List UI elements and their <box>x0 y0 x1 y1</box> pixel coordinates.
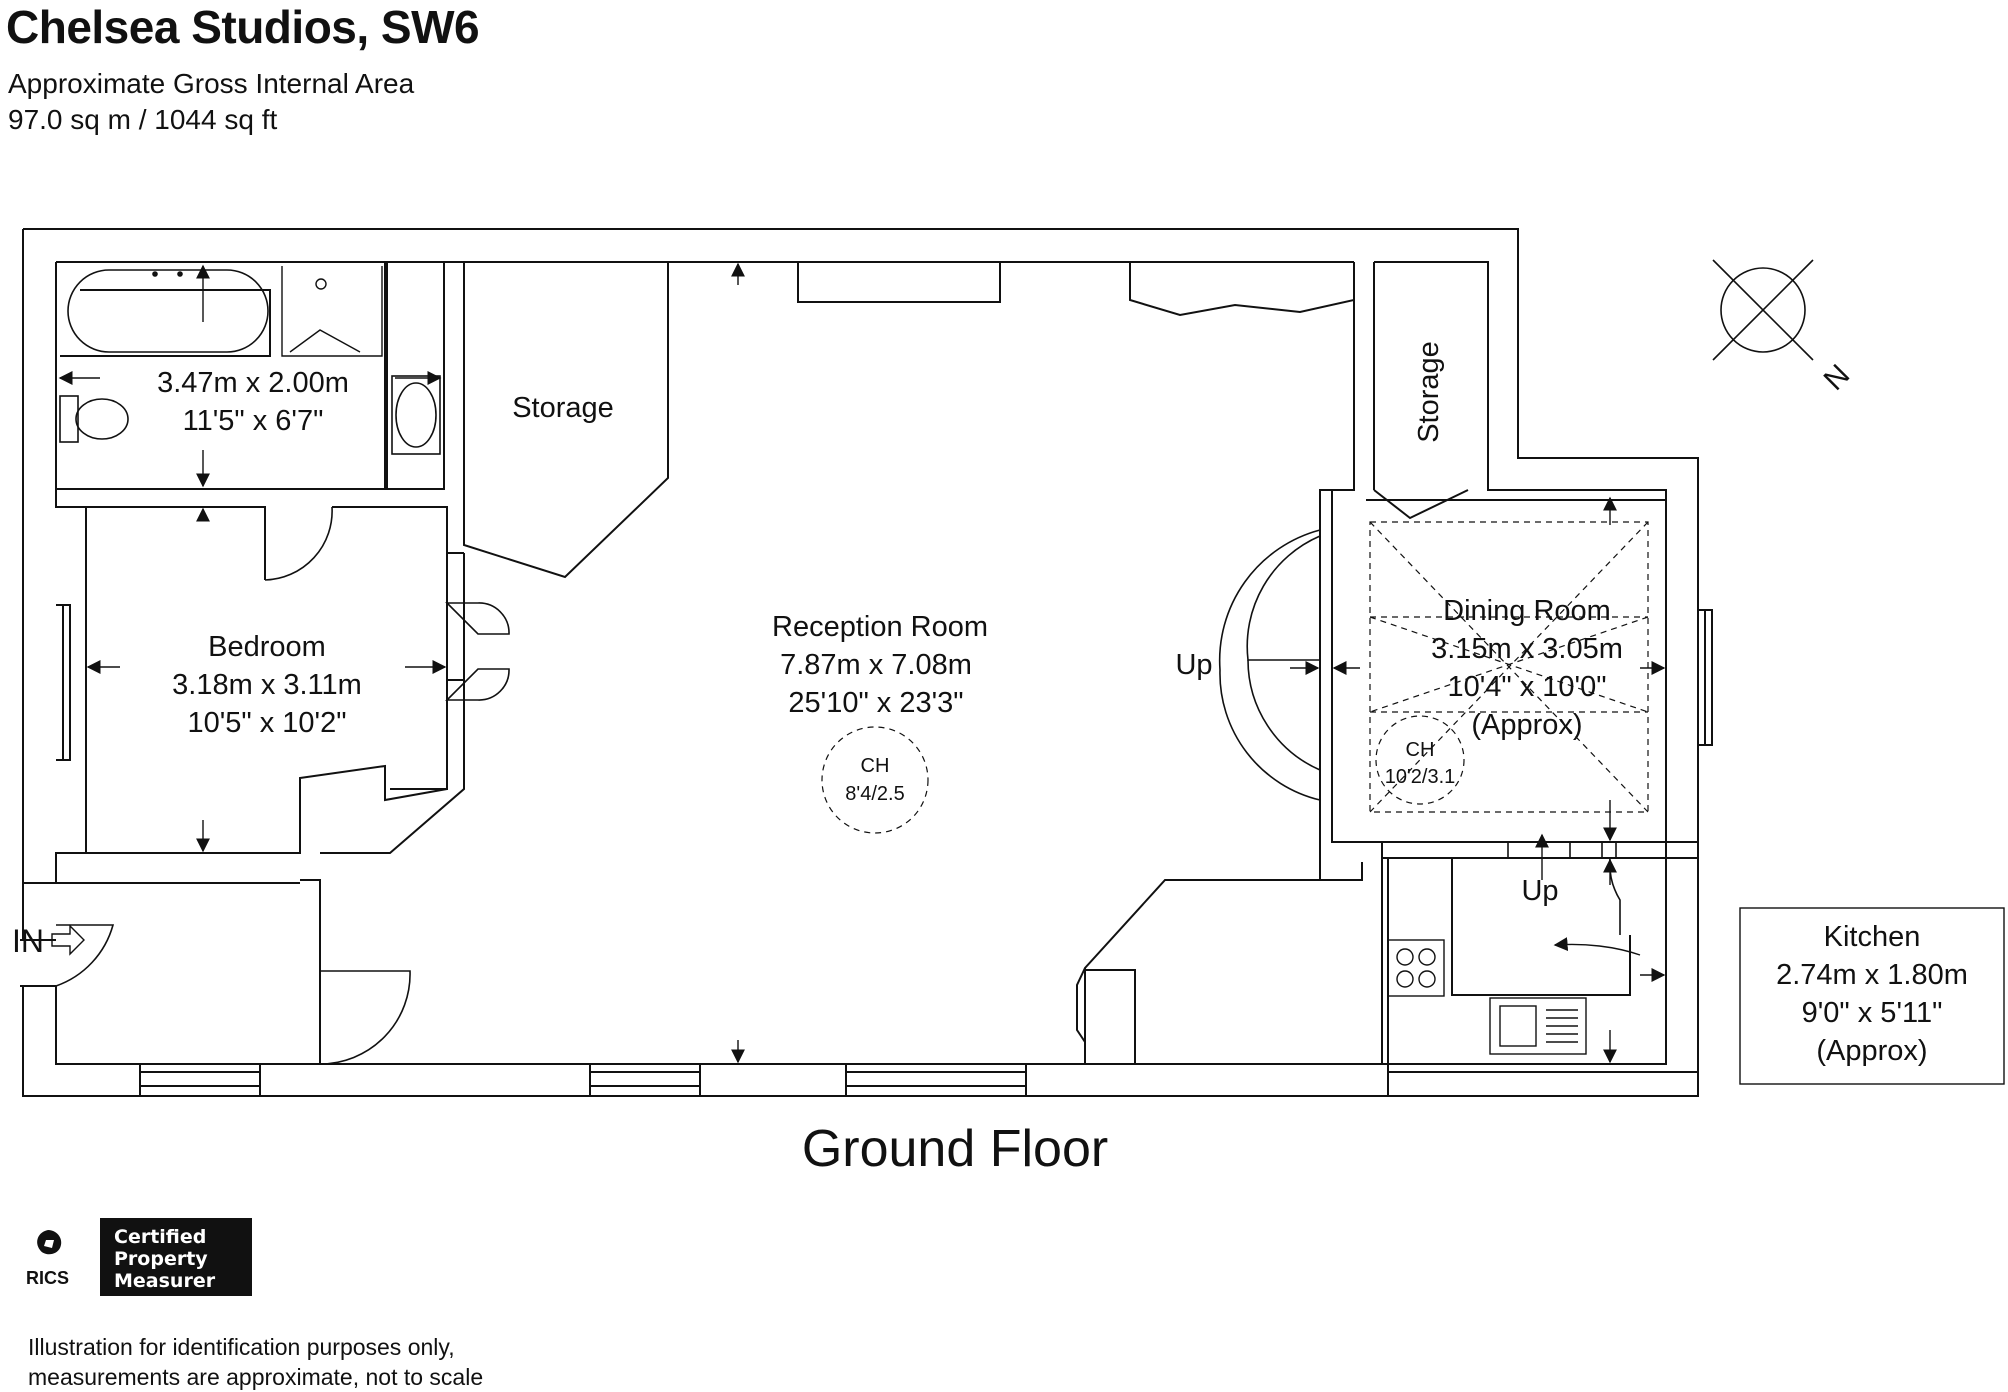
entrance-arrow-icon <box>51 924 85 956</box>
dining-name: Dining Room <box>1443 595 1611 627</box>
shower-icon <box>281 266 383 357</box>
certified-measurer-badge: Certified Property Measurer <box>100 1218 252 1296</box>
bedroom-name: Bedroom <box>208 631 326 663</box>
badge-line-3: Measurer <box>114 1270 216 1292</box>
sink-icon <box>1489 997 1587 1055</box>
badge-line-1: Certified <box>114 1226 207 1248</box>
reception-ceiling-circle <box>821 726 929 834</box>
disclaimer: Illustration for identification purposes… <box>28 1332 483 1392</box>
storage-2-label: Storage <box>1413 341 1445 443</box>
dining-metric: 3.15m x 3.05m <box>1431 633 1623 665</box>
storage-1-label: Storage <box>512 392 614 424</box>
reception-imperial: 25'10" x 23'3" <box>788 687 963 719</box>
rics-text: RICS <box>26 1268 69 1288</box>
disclaimer-line-2: measurements are approximate, not to sca… <box>28 1364 484 1390</box>
dining-table-outline <box>1369 521 1649 813</box>
kitchen-label-box <box>1739 907 2005 1085</box>
bedroom-label: Bedroom 3.18m x 3.11m 10'5" x 10'2" <box>172 631 362 739</box>
basin-icon <box>391 375 441 455</box>
rics-lion-icon: RICS <box>26 1230 69 1288</box>
area-value: 97.0 sq m / 1044 sq ft <box>8 104 278 135</box>
bathroom-imperial: 11'5" x 6'7" <box>183 405 324 437</box>
area-summary: Approximate Gross Internal Area 97.0 sq … <box>8 66 414 138</box>
floor-label: Ground Floor <box>802 1120 1108 1178</box>
compass-label: N <box>1818 358 1857 397</box>
kitchen-label: Kitchen 2.74m x 1.80m 9'0" x 5'11" (Appr… <box>1739 907 2005 1085</box>
page-title: Chelsea Studios, SW6 <box>6 1 480 53</box>
bath-icon <box>67 269 269 353</box>
toilet-icon <box>59 395 129 443</box>
bathroom-metric: 3.47m x 2.00m <box>157 367 349 399</box>
bedroom-metric: 3.18m x 3.11m <box>172 669 362 701</box>
dining-label: Dining Room 3.15m x 3.05m 10'4" x 10'0" … <box>1385 595 1623 788</box>
reception-ceiling-label: CH <box>861 755 890 777</box>
dining-note: (Approx) <box>1471 709 1582 741</box>
reception-label: Reception Room 7.87m x 7.08m 25'10" x 23… <box>772 611 988 805</box>
dining-ceiling-label: CH <box>1406 739 1435 761</box>
reception-ceiling-value: 8'4/2.5 <box>845 783 904 805</box>
kitchen-up-label: Up <box>1521 875 1558 907</box>
entrance-label: IN <box>12 923 44 959</box>
kitchen-note: (Approx) <box>1816 1035 1927 1067</box>
kitchen-metric: 2.74m x 1.80m <box>1776 959 1968 991</box>
kitchen-name: Kitchen <box>1824 921 1921 953</box>
compass-icon <box>1712 259 1814 361</box>
reception-name: Reception Room <box>772 611 988 643</box>
dining-up-label: Up <box>1175 649 1212 681</box>
badge-line-2: Property <box>114 1248 208 1270</box>
area-label: Approximate Gross Internal Area <box>8 68 415 99</box>
doors <box>55 506 1621 1065</box>
dimension-arrows <box>58 262 1666 1064</box>
dining-ceiling-value: 10'2/3.1 <box>1385 766 1456 788</box>
bedroom-imperial: 10'5" x 10'2" <box>187 707 346 739</box>
dining-imperial: 10'4" x 10'0" <box>1447 671 1606 703</box>
bathroom-label: 3.47m x 2.00m 11'5" x 6'7" <box>157 367 349 437</box>
kitchen-imperial: 9'0" x 5'11" <box>1802 997 1943 1029</box>
reception-metric: 7.87m x 7.08m <box>780 649 972 681</box>
disclaimer-line-1: Illustration for identification purposes… <box>28 1334 455 1360</box>
hob-icon <box>1387 939 1445 997</box>
